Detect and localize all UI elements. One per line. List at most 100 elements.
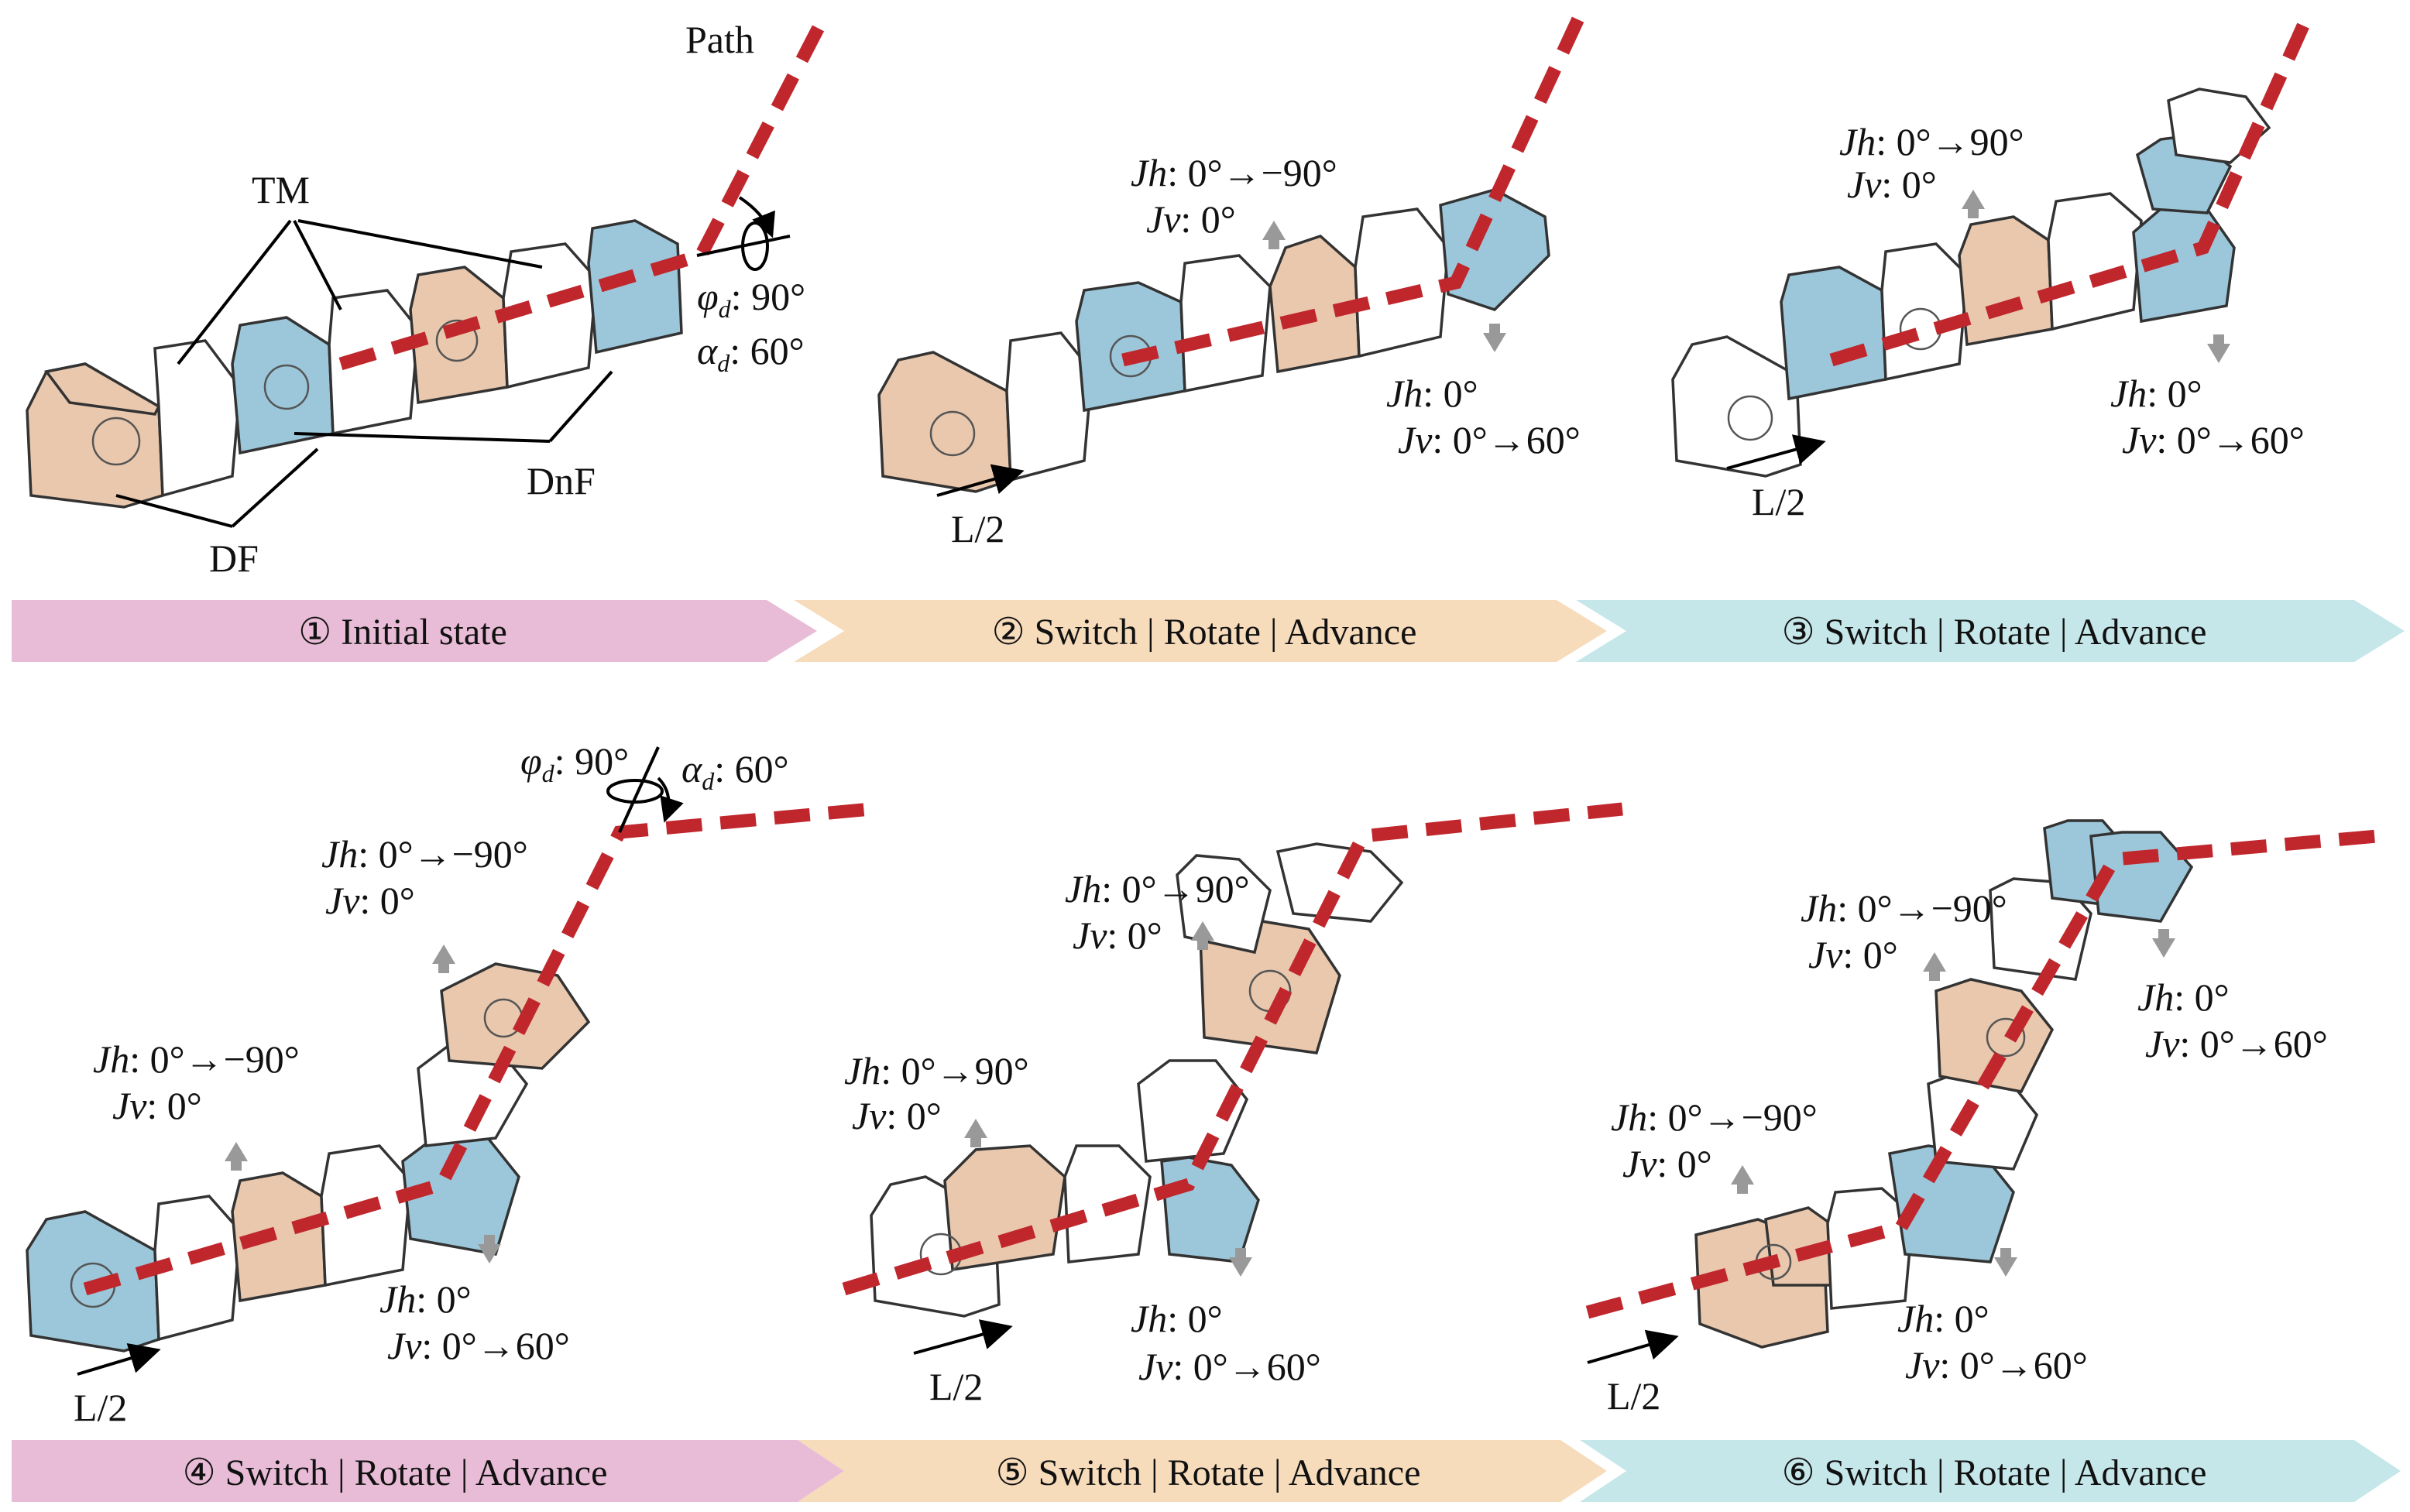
hint-arrow-up — [432, 945, 455, 973]
jv-annotation: Jv: 0° — [1808, 933, 1898, 976]
panel-1: TM DF DnF Path φd: 90° αd: 60° — [26, 12, 831, 580]
panel-6: L/2 Jh: 0°→−90° Jv: 0° Jh: 0°→−90° Jv: 0… — [1585, 819, 2378, 1418]
panel-4: L/2 φd: 90° αd: 60° Jh: 0°→−90° Jv: 0° J… — [26, 739, 872, 1429]
jv-annotation: Jv: 0° — [1073, 914, 1162, 957]
module-blue — [587, 219, 683, 355]
planned-path — [1121, 12, 1586, 367]
robot-chain-1 — [26, 219, 683, 509]
planned-path — [338, 12, 831, 371]
alpha-annotation: αd: 60° — [697, 329, 805, 377]
robot-chain-2 — [877, 188, 1550, 493]
banner-row-1: ① Initial state ② Switch | Rotate | Adva… — [12, 600, 2405, 662]
dnf-leaders — [294, 370, 613, 443]
jv-annotation: Jv: 0° — [1146, 197, 1236, 241]
jh-annotation: Jh: 0° — [2110, 372, 2202, 415]
phi-annotation: φd: 90° — [520, 739, 629, 787]
jh-annotation: Jh: 0°→−90° — [321, 832, 528, 876]
hint-arrow-down — [2207, 334, 2230, 363]
jv-annotation: Jv: 0° — [852, 1094, 942, 1137]
hint-arrow-down — [1483, 324, 1506, 352]
stage-banner-2: ② Switch | Rotate | Advance — [794, 600, 1607, 662]
panel-2: L/2 Jh: 0°→−90° Jv: 0° Jh: 0° Jv: 0°→60° — [877, 12, 1586, 550]
svg-text:④ Switch | Rotate | Advance: ④ Switch | Rotate | Advance — [183, 1452, 608, 1493]
hint-arrow-up — [1731, 1165, 1754, 1194]
planned-path — [1829, 12, 2314, 367]
path-label: Path — [685, 18, 754, 61]
jh-annotation: Jh: 0° — [1897, 1297, 1989, 1340]
svg-text:③ Switch | Rotate | Advance: ③ Switch | Rotate | Advance — [1782, 612, 2207, 653]
jv-annotation: Jv: 0°→60° — [1138, 1345, 1321, 1388]
module-blue — [231, 316, 335, 455]
jh-annotation: Jh: 0°→−90° — [1131, 151, 1337, 194]
planned-path — [1585, 829, 2378, 1319]
stage-banner-1: ① Initial state — [12, 600, 817, 662]
jh-annotation: Jh: 0°→−90° — [1611, 1095, 1818, 1139]
jv-annotation: Jv: 0° — [112, 1084, 202, 1127]
tm-leaders — [177, 219, 543, 365]
panel-5: L/2 Jh: 0°→90° Jv: 0° Jh: 0°→90° Jv: 0° … — [842, 802, 1623, 1408]
banner-row-2: ④ Switch | Rotate | Advance ⑤ Switch | R… — [12, 1440, 2401, 1502]
jh-annotation: Jh: 0° — [2137, 975, 2230, 1019]
axis-rotation-indicator — [696, 196, 791, 271]
jv-annotation: Jv: 0°→60° — [1398, 418, 1581, 461]
df-leaders — [115, 447, 319, 528]
planned-path — [842, 802, 1623, 1296]
jh-annotation: Jh: 0°→−90° — [93, 1037, 300, 1081]
robot-chain-3 — [1671, 87, 2271, 478]
advance-arrow — [1587, 1329, 1679, 1364]
jv-annotation: Jv: 0°→60° — [2145, 1022, 2328, 1065]
hint-arrow-up — [1923, 952, 1946, 981]
hint-arrow-up — [964, 1119, 987, 1147]
phi-annotation: φd: 90° — [697, 275, 805, 323]
hint-arrow-up — [1191, 921, 1214, 950]
stage-banner-3: ③ Switch | Rotate | Advance — [1576, 600, 2405, 662]
jv-annotation: Jv: 0° — [325, 879, 415, 922]
alpha-annotation: αd: 60° — [681, 747, 789, 795]
jv-annotation: Jv: 0°→60° — [1905, 1343, 2088, 1387]
robot-chain-6 — [1694, 819, 2194, 1349]
svg-text:⑥ Switch | Rotate | Advance: ⑥ Switch | Rotate | Advance — [1782, 1452, 2207, 1493]
stage-banner-6: ⑥ Switch | Rotate | Advance — [1580, 1440, 2401, 1502]
svg-text:② Switch | Rotate | Advance: ② Switch | Rotate | Advance — [992, 612, 1417, 653]
module-df — [26, 362, 164, 509]
jh-annotation: Jh: 0°→−90° — [1801, 886, 2007, 930]
jh-annotation: Jh: 0°→90° — [844, 1049, 1029, 1092]
hint-arrow-up — [1262, 221, 1286, 249]
stage-banner-5: ⑤ Switch | Rotate | Advance — [798, 1440, 1607, 1502]
hint-arrow-up — [225, 1142, 248, 1171]
advance-label: L/2 — [1607, 1374, 1660, 1418]
jh-annotation: Jh: 0° — [379, 1277, 472, 1321]
advance-arrow — [913, 1319, 1013, 1355]
jv-annotation: Jv: 0°→60° — [387, 1324, 570, 1367]
advance-arrow — [77, 1343, 161, 1376]
hint-arrow-down — [2152, 929, 2175, 958]
hint-arrow-down — [1994, 1248, 2017, 1277]
planned-path — [83, 802, 872, 1296]
svg-text:⑤ Switch | Rotate | Advance: ⑤ Switch | Rotate | Advance — [996, 1452, 1421, 1493]
hint-arrow-down — [478, 1235, 501, 1263]
advance-label: L/2 — [929, 1365, 983, 1408]
dnf-label: DnF — [527, 459, 596, 502]
advance-label: L/2 — [1752, 480, 1805, 523]
jv-annotation: Jv: 0° — [1622, 1142, 1712, 1185]
jv-annotation: Jv: 0° — [1847, 163, 1937, 206]
jh-annotation: Jh: 0°→90° — [1065, 867, 1250, 910]
jh-annotation: Jh: 0°→90° — [1839, 120, 2024, 163]
hint-arrow-down — [1229, 1248, 1252, 1277]
jh-annotation: Jh: 0° — [1131, 1297, 1223, 1340]
advance-label: L/2 — [74, 1386, 127, 1429]
panel-3: L/2 Jh: 0°→90° Jv: 0° Jh: 0° Jv: 0°→60° — [1671, 12, 2314, 523]
advance-arrow — [1726, 434, 1826, 470]
stage-banner-4: ④ Switch | Rotate | Advance — [12, 1440, 844, 1502]
advance-label: L/2 — [951, 507, 1004, 550]
hint-arrow-up — [1962, 190, 1985, 218]
advance-arrow — [936, 464, 1025, 497]
jv-annotation: Jv: 0°→60° — [2122, 418, 2305, 461]
jh-annotation: Jh: 0° — [1386, 372, 1478, 415]
module-white — [153, 339, 242, 498]
robot-chain-4 — [26, 962, 591, 1353]
tm-label: TM — [252, 168, 310, 211]
axis-rotation-indicator — [606, 746, 684, 833]
svg-text:① Initial state: ① Initial state — [298, 612, 507, 653]
